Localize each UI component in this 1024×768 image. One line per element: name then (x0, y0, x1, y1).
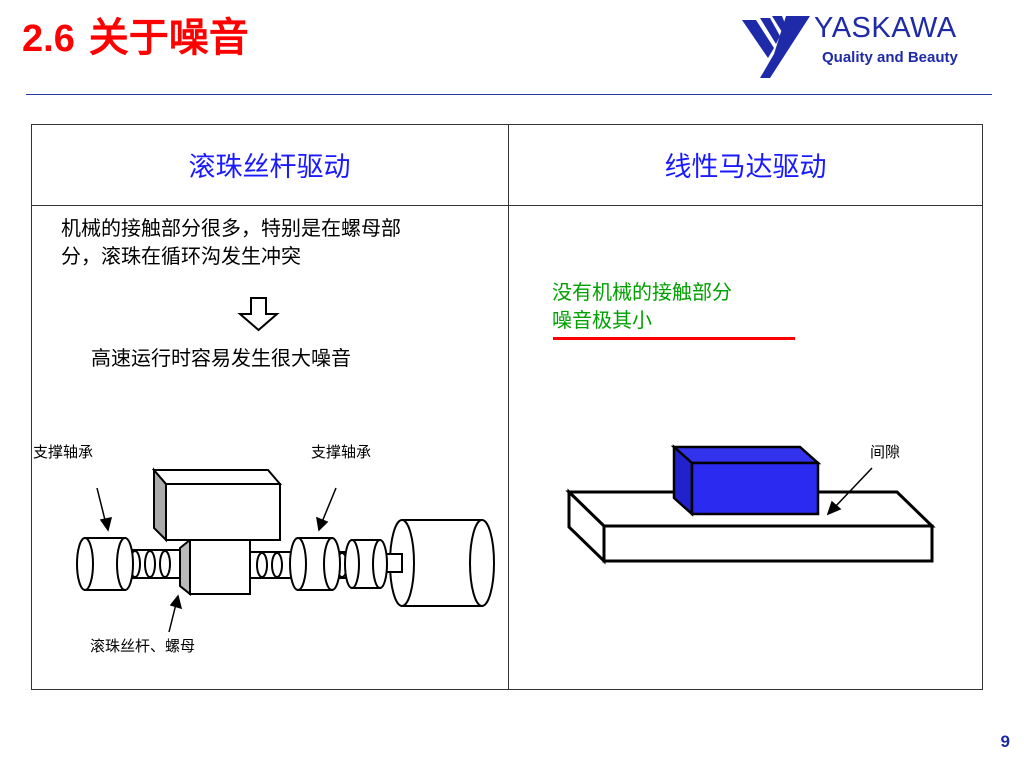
emphasis-underline (553, 337, 795, 340)
linear-motor-description-line2: 噪音极其小 (552, 308, 652, 332)
bearing-label-left: 支撑轴承 (33, 443, 94, 461)
linear-motor-header: 线性马达驱动 (664, 152, 827, 183)
page-number: 9 (1000, 732, 1010, 751)
comparison-table (31, 124, 983, 690)
linear-motor-description-line1: 没有机械的接触部分 (552, 280, 732, 304)
logo-tagline: Quality and Beauty (822, 49, 958, 66)
gap-label: 间隙 (870, 443, 901, 461)
ballscrew-noise-result: 高速运行时容易发生很大噪音 (91, 346, 351, 370)
slide-title: 2.6 关于噪音 (22, 18, 249, 58)
title-number: 2.6 (22, 18, 75, 60)
ballscrew-description-line1: 机械的接触部分很多，特别是在螺母部 (61, 216, 401, 240)
yaskawa-logo-mark-icon (740, 14, 812, 86)
logo-brand: YASKAWA (814, 12, 957, 44)
screw-nut-label: 滚珠丝杆、螺母 (90, 637, 196, 655)
title-text: 关于噪音 (88, 15, 249, 61)
table-header-divider (31, 205, 983, 206)
bearing-label-right: 支撑轴承 (311, 443, 372, 461)
title-divider (26, 94, 992, 95)
table-column-divider (508, 124, 509, 690)
ballscrew-description-line2: 分，滚珠在循环沟发生冲突 (61, 244, 301, 268)
ballscrew-header: 滚珠丝杆驱动 (188, 152, 351, 183)
